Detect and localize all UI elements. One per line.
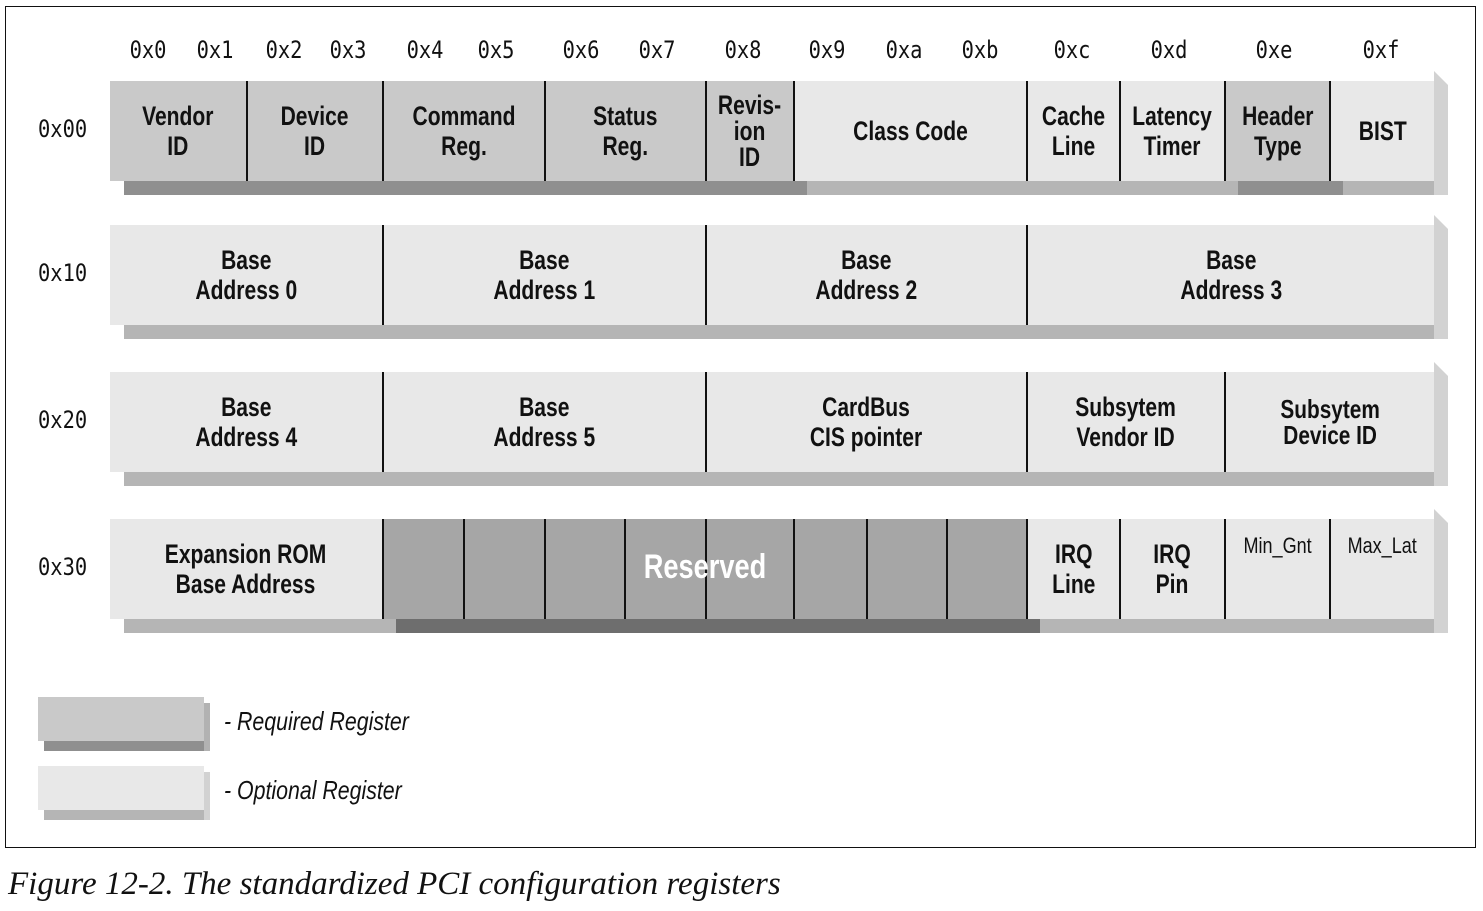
column-header: 0xd bbox=[1150, 36, 1188, 64]
register-label: Status Reg. bbox=[593, 101, 658, 161]
column-header: 0x5 bbox=[477, 36, 515, 64]
row-corner bbox=[1434, 215, 1448, 229]
register-cell: Base Address 3 bbox=[1026, 225, 1434, 325]
register-cell: BIST bbox=[1329, 81, 1434, 181]
row-corner bbox=[1434, 71, 1448, 85]
column-header: 0xf bbox=[1362, 36, 1400, 64]
row-header: 0x00 bbox=[38, 115, 88, 143]
register-label: Subsytem Vendor ID bbox=[1075, 392, 1177, 452]
row-header: 0x20 bbox=[38, 406, 88, 434]
register-cell: Base Address 2 bbox=[705, 225, 1026, 325]
column-header: 0x3 bbox=[329, 36, 367, 64]
register-cell: Header Type bbox=[1224, 81, 1329, 181]
register-label: Command Reg. bbox=[412, 101, 516, 161]
register-cell: Base Address 1 bbox=[382, 225, 705, 325]
register-label: Base Address 3 bbox=[1180, 245, 1282, 305]
register-label: Revis- ion ID bbox=[718, 90, 782, 172]
register-label: Base Address 0 bbox=[195, 245, 297, 305]
column-header: 0x7 bbox=[638, 36, 676, 64]
register-cell: CardBus CIS pointer bbox=[705, 372, 1026, 472]
reserved-register-cell bbox=[624, 519, 705, 619]
register-label: IRQ Pin bbox=[1153, 539, 1192, 599]
register-cell: Subsytem Vendor ID bbox=[1026, 372, 1224, 472]
register-cell: Vendor ID bbox=[110, 81, 246, 181]
column-header: 0x8 bbox=[724, 36, 762, 64]
register-cell: Min_Gnt bbox=[1224, 519, 1329, 619]
legend-required-swatch bbox=[38, 697, 210, 751]
register-label: Class Code bbox=[853, 116, 968, 146]
register-label: Base Address 1 bbox=[493, 245, 596, 305]
reserved-register-cell bbox=[705, 519, 793, 619]
row-header: 0x30 bbox=[38, 553, 88, 581]
column-header: 0x6 bbox=[562, 36, 600, 64]
legend-optional-swatch bbox=[38, 766, 210, 820]
register-cell: Max_Lat bbox=[1329, 519, 1434, 619]
reserved-register-cell bbox=[866, 519, 946, 619]
register-cell: Revis- ion ID bbox=[705, 81, 793, 181]
figure-caption: Figure 12-2. The standardized PCI config… bbox=[8, 866, 781, 902]
register-cell: Latency Timer bbox=[1119, 81, 1224, 181]
column-header: 0x4 bbox=[406, 36, 444, 64]
row-header: 0x10 bbox=[38, 259, 88, 287]
register-cell: Expansion ROM Base Address bbox=[110, 519, 382, 619]
register-label: Header Type bbox=[1241, 101, 1314, 161]
register-cell: IRQ Line bbox=[1026, 519, 1119, 619]
register-cell: IRQ Pin bbox=[1119, 519, 1224, 619]
register-label: Device ID bbox=[281, 101, 349, 161]
register-label: Base Address 4 bbox=[195, 392, 297, 452]
column-header: 0xa bbox=[885, 36, 923, 64]
legend-optional-label: - Optional Register bbox=[224, 775, 402, 805]
register-cell: Cache Line bbox=[1026, 81, 1119, 181]
column-header: 0x9 bbox=[808, 36, 846, 64]
column-header: 0xc bbox=[1053, 36, 1091, 64]
column-header: 0xb bbox=[961, 36, 999, 64]
column-header: 0x0 bbox=[129, 36, 167, 64]
row-corner bbox=[1434, 509, 1448, 523]
register-label: Cache Line bbox=[1041, 101, 1106, 161]
register-cell: Base Address 0 bbox=[110, 225, 382, 325]
reserved-register-cell bbox=[544, 519, 624, 619]
register-cell: Base Address 5 bbox=[382, 372, 705, 472]
register-label: BIST bbox=[1358, 116, 1407, 146]
column-header: 0xe bbox=[1255, 36, 1293, 64]
register-cell: Class Code bbox=[793, 81, 1026, 181]
register-cell: Status Reg. bbox=[544, 81, 705, 181]
register-cell: Base Address 4 bbox=[110, 372, 382, 472]
register-label: Latency Timer bbox=[1132, 101, 1213, 161]
diagram-frame bbox=[5, 6, 1476, 848]
reserved-register-cell bbox=[946, 519, 1026, 619]
register-label: Subsytem Device ID bbox=[1280, 394, 1380, 450]
reserved-register-cell bbox=[793, 519, 866, 619]
register-cell: Device ID bbox=[246, 81, 382, 181]
column-header: 0x1 bbox=[196, 36, 234, 64]
register-label: CardBus CIS pointer bbox=[810, 392, 923, 452]
register-cell: Subsytem Device ID bbox=[1224, 372, 1434, 472]
register-cell: Command Reg. bbox=[382, 81, 544, 181]
register-label: IRQ Line bbox=[1051, 539, 1096, 599]
register-label: Base Address 5 bbox=[493, 392, 596, 452]
register-label: Min_Gnt bbox=[1243, 533, 1312, 558]
register-label: Expansion ROM Base Address bbox=[165, 539, 327, 599]
register-label: Base Address 2 bbox=[815, 245, 918, 305]
register-label: Vendor ID bbox=[142, 101, 214, 161]
register-label: Max_Lat bbox=[1347, 533, 1418, 558]
column-header: 0x2 bbox=[265, 36, 303, 64]
reserved-register-cell bbox=[463, 519, 544, 619]
legend-required-label: - Required Register bbox=[224, 706, 409, 736]
reserved-label: Reserved bbox=[643, 547, 767, 586]
row-corner bbox=[1434, 362, 1448, 376]
reserved-register-cell bbox=[382, 519, 463, 619]
